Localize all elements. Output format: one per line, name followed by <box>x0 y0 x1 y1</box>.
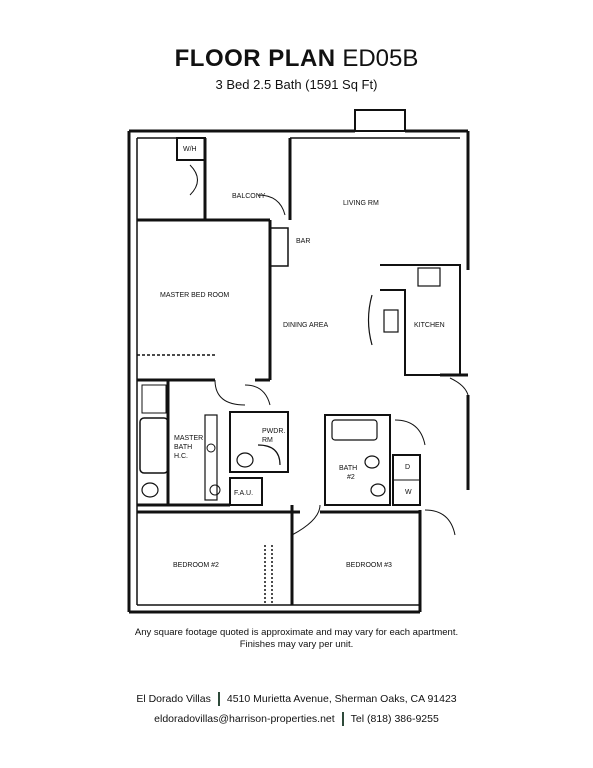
range <box>417 267 441 287</box>
label-water-heater: W/H <box>183 146 197 153</box>
title-floor-plan: FLOOR PLAN <box>174 45 336 72</box>
label-master-bath-2: BATH <box>174 444 192 451</box>
master-toilet <box>141 482 159 498</box>
fireplace <box>354 109 406 132</box>
disclaimer-line-1: Any square footage quoted is approximate… <box>134 627 459 638</box>
disclaimer-line-2: Finishes may vary per unit. <box>239 639 354 650</box>
label-balcony: BALCONY <box>232 193 266 200</box>
label-bedroom-2: BEDROOM #2 <box>173 562 219 569</box>
bath2-tub <box>331 419 378 441</box>
label-bedroom-3: BEDROOM #3 <box>346 562 392 569</box>
property-name: El Dorado Villas <box>136 692 211 705</box>
kitchen-counter <box>380 264 461 376</box>
label-bar: BAR <box>296 238 310 245</box>
property-address: 4510 Murietta Avenue, Sherman Oaks, CA 9… <box>226 692 457 705</box>
fau-closet <box>229 477 263 506</box>
label-dryer: D <box>405 464 410 471</box>
footer-contact-line: eldoradovillas@harrison-properties.net Te… <box>0 712 593 726</box>
label-master-bath-3: H.C. <box>174 453 188 460</box>
label-powder-room-1: PWDR. <box>262 428 285 435</box>
master-shower <box>141 384 167 414</box>
contact-phone[interactable]: Tel (818) 386-9255 <box>350 712 439 725</box>
contact-email[interactable]: eldoradovillas@harrison-properties.net <box>154 712 335 725</box>
footer-address-line: El Dorado Villas 4510 Murietta Avenue, Sh… <box>0 692 593 706</box>
label-master-bath-1: MASTER <box>174 435 203 442</box>
powder-room <box>229 411 289 473</box>
label-powder-room-2: RM <box>262 437 273 444</box>
footer-separator <box>341 712 344 726</box>
label-washer: W <box>405 489 412 496</box>
label-bath2-2: #2 <box>347 474 355 481</box>
bar-counter <box>269 227 289 267</box>
label-dining-area: DINING AREA <box>283 322 328 329</box>
square-footage-disclaimer: Any square footage quoted is approximate… <box>0 627 593 651</box>
kitchen-sink <box>383 309 399 333</box>
label-master-bed-room: MASTER BED ROOM <box>160 292 229 299</box>
water-heater-closet <box>176 137 206 161</box>
bath-2 <box>324 414 391 506</box>
label-kitchen: KITCHEN <box>414 322 445 329</box>
title-unit-code: ED05B <box>342 45 419 72</box>
label-bath2-1: BATH <box>339 465 357 472</box>
page-title: FLOOR PLAN ED05B <box>0 45 593 73</box>
label-living-room: LIVING RM <box>343 200 379 207</box>
label-fau: F.A.U. <box>234 490 253 497</box>
unit-summary: 3 Bed 2.5 Bath (1591 Sq Ft) <box>215 77 378 92</box>
master-tub <box>139 417 169 474</box>
footer-separator <box>217 692 220 706</box>
